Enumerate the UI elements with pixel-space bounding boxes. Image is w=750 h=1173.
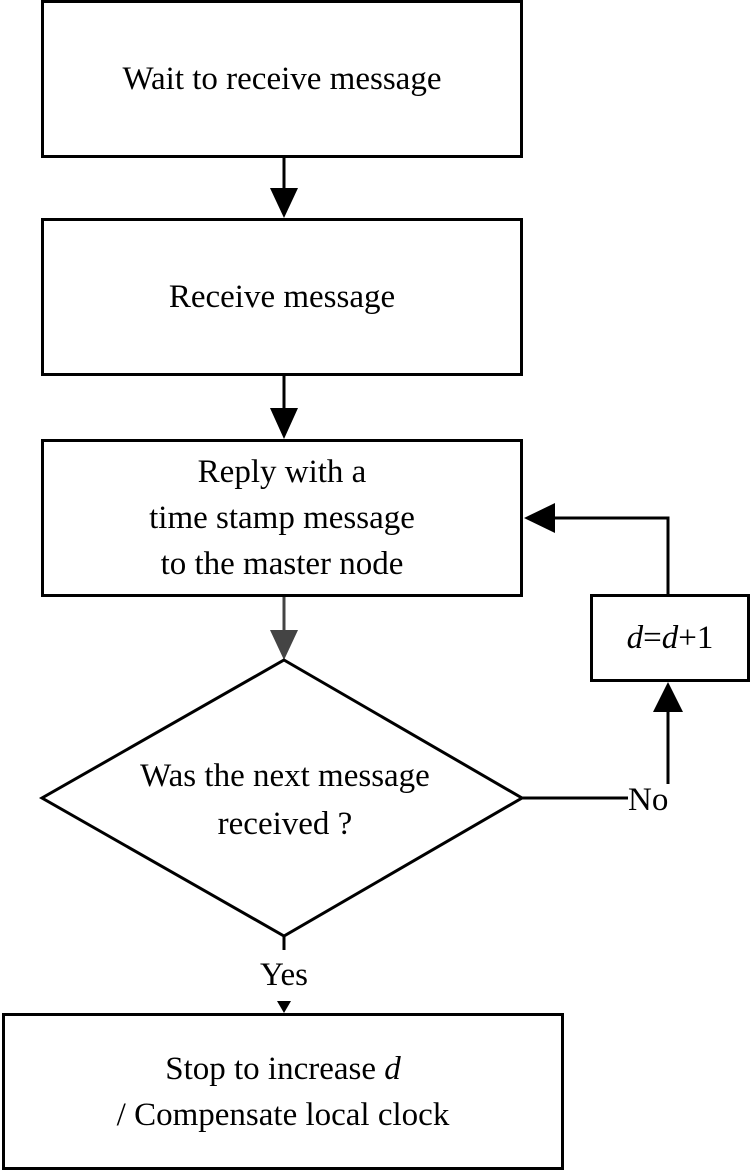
loop-back-line (553, 516, 670, 594)
receive-message-text: Receive message (168, 279, 396, 315)
stop-line-1-text: Stop to increase (165, 1050, 385, 1087)
increment-var-2: d (661, 620, 679, 656)
decision-line-2: received ? (217, 806, 353, 842)
increment-d-box: d=d+1 (590, 594, 750, 682)
arrowhead-loop-to-reply (524, 503, 555, 533)
stop-compensate-box: Stop to increase d / Compensate local cl… (2, 1013, 564, 1170)
arrowhead-receive-to-reply (270, 408, 298, 439)
reply-line-3: to the master node (160, 546, 404, 582)
arrowhead-wait-to-receive (270, 188, 298, 218)
wait-to-receive-text: Wait to receive message (122, 61, 442, 97)
arrowhead-no-to-increment (653, 682, 683, 712)
arrowhead-reply-to-decision (270, 630, 298, 660)
reply-timestamp-box: Reply with a time stamp message to the m… (41, 439, 523, 597)
wait-to-receive-box: Wait to receive message (41, 0, 523, 158)
yes-label: Yes (259, 957, 309, 993)
arrowhead-yes-to-stop (277, 1001, 291, 1013)
no-label: No (628, 782, 669, 818)
stop-line-1-var: d (384, 1050, 401, 1087)
receive-message-box: Receive message (41, 218, 523, 376)
stop-line-2: / Compensate local clock (116, 1096, 450, 1133)
increment-op: = (643, 620, 662, 656)
stop-line-1: Stop to increase d (165, 1046, 401, 1092)
increment-d-text: d=d+1 (627, 615, 714, 661)
increment-rest: +1 (678, 620, 714, 656)
reply-line-1: Reply with a (197, 454, 367, 490)
decision-line-1: Was the next message (140, 758, 430, 794)
decision-text: Was the next message received ? (60, 752, 510, 848)
reply-line-2: time stamp message (149, 500, 415, 536)
increment-var-1: d (626, 620, 644, 656)
